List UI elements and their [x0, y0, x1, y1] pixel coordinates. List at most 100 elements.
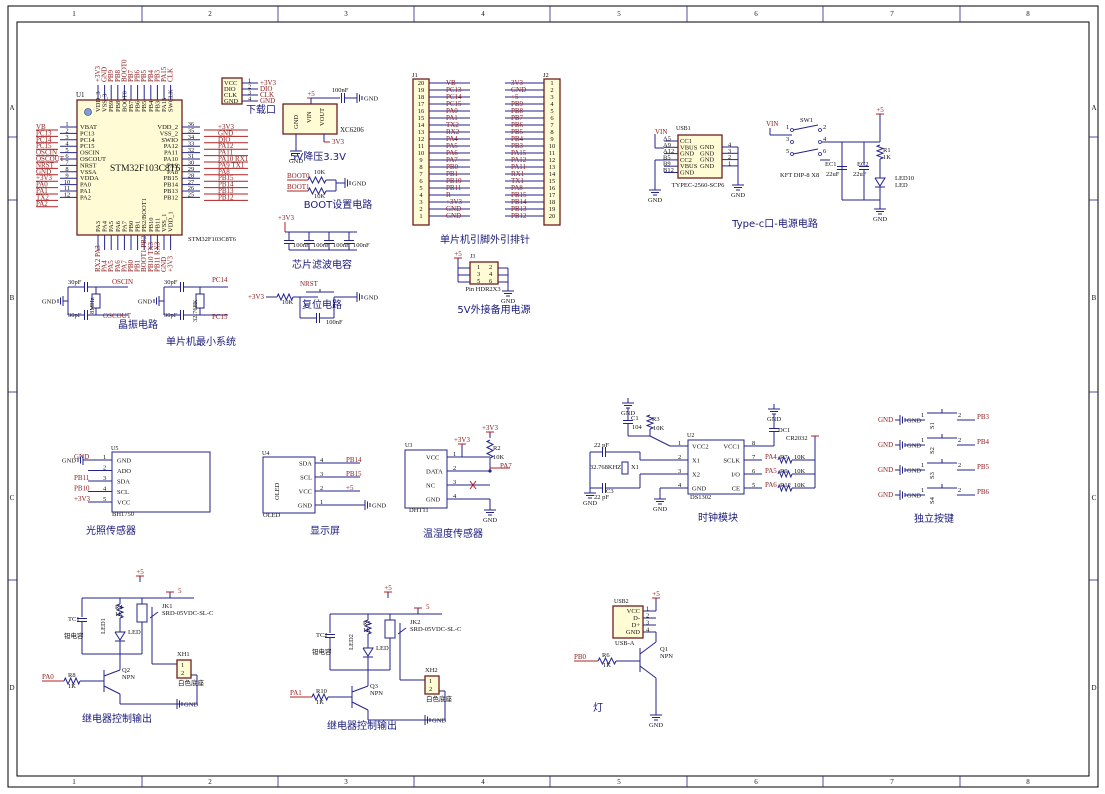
- net-label: OSCOUT: [36, 155, 65, 163]
- net-label: PB8: [511, 107, 524, 115]
- ext5v-header-body: [469, 261, 499, 285]
- pin-number: 2: [958, 412, 961, 419]
- gnd-label: GND: [907, 418, 921, 425]
- net-label: TX1: [511, 177, 524, 185]
- cap-ref: EC2: [857, 161, 869, 168]
- pin-name: PA2: [80, 194, 91, 201]
- light-ref: U5: [111, 446, 118, 452]
- net-label: PB6: [511, 121, 524, 129]
- pin-number: 5: [477, 278, 480, 285]
- resistor: [485, 439, 495, 459]
- frame-col-label: 3: [344, 10, 348, 18]
- net-label: PB6: [977, 488, 990, 496]
- pin-name: PA10: [164, 156, 178, 163]
- pin-number: 2: [550, 87, 553, 94]
- pin-number: 13: [549, 164, 556, 171]
- net-label: PB14: [511, 198, 527, 206]
- net-label: PA0: [36, 181, 48, 189]
- switch-contact: [818, 152, 822, 156]
- pin-name: NC: [426, 483, 435, 490]
- terminal-label: 白色底座: [426, 694, 453, 703]
- pin-name: D-: [633, 615, 640, 622]
- light-part: BH1750: [112, 511, 134, 518]
- pin-name: I/O: [731, 472, 740, 479]
- pin-name: OSCOUT: [80, 156, 106, 163]
- pin-number: 1: [678, 440, 681, 447]
- resistor: [597, 656, 617, 666]
- junction-dot: [488, 469, 492, 473]
- net-label: PA6: [765, 481, 777, 489]
- frame-row-label: D: [1091, 684, 1096, 692]
- pin-name: X1: [692, 458, 700, 465]
- net-label: R: [446, 191, 451, 199]
- keys-title: 独立按键: [914, 512, 954, 525]
- cap-ref: TC2: [316, 632, 328, 639]
- net-label: GND: [74, 453, 89, 461]
- pin-name: VBAT: [80, 124, 97, 131]
- net-label: RX1: [511, 170, 525, 178]
- net-label: PA15: [160, 66, 168, 82]
- resistor: [363, 619, 373, 635]
- pin-number: 1: [921, 412, 924, 419]
- pin-number: A5: [663, 136, 671, 143]
- net-label: PB11: [74, 474, 90, 482]
- pin-number: 6: [489, 278, 493, 285]
- frame-col-label: 5: [617, 778, 621, 786]
- net-label: PB10: [446, 177, 462, 185]
- net-label: OSCIN: [112, 278, 133, 286]
- pin-number: 17: [418, 101, 425, 108]
- resistor: [777, 483, 793, 493]
- pin-name: CC1: [680, 138, 692, 145]
- net-label: PB10: [74, 485, 90, 493]
- pin-number: 26: [188, 185, 195, 192]
- pin-number: 11: [418, 143, 424, 150]
- pin-number: 27: [188, 179, 195, 186]
- pin-name: SWIO: [161, 137, 178, 144]
- pin-name: PB2/BOOT1: [141, 198, 148, 232]
- reset-title: 复位电路: [302, 298, 342, 311]
- net-label: 5: [178, 587, 182, 595]
- power-label: +5: [307, 90, 315, 98]
- net-label: PB12: [511, 212, 527, 220]
- header-ref: J1: [412, 72, 418, 79]
- res-ref: R6: [602, 652, 610, 659]
- pin-number: 28: [188, 172, 195, 179]
- power-label: +3V3: [482, 424, 499, 432]
- net-label: PC15: [36, 142, 52, 150]
- pin-number: 1: [921, 487, 924, 494]
- net-label: PA0: [42, 673, 54, 681]
- pin-number: 6: [823, 148, 827, 155]
- pin-number: 6: [550, 115, 554, 122]
- switch-part: KFT DIP-8 X8: [780, 172, 819, 179]
- pin-number: 5: [786, 148, 789, 155]
- power-label: +5: [652, 590, 660, 598]
- wire: [649, 435, 671, 447]
- pin-number: 7: [65, 160, 69, 167]
- osc-title: 晶振电路: [118, 318, 158, 331]
- resistor: [875, 144, 885, 160]
- pin-name: VDDA: [80, 175, 99, 182]
- pin-number: 16: [549, 185, 556, 192]
- frame-col-label: 4: [481, 778, 485, 786]
- frame-col-label: 2: [208, 778, 212, 786]
- net-label: +3V3: [36, 174, 53, 182]
- pin-number: 4: [248, 96, 252, 103]
- resistor: [311, 692, 329, 702]
- pin-name: GND: [680, 170, 694, 177]
- net-label: 5: [426, 603, 430, 611]
- pin-number: 1: [646, 606, 649, 613]
- pin-number: 17: [549, 192, 556, 199]
- cap-value: 104: [632, 424, 643, 431]
- gnd-label: GND: [873, 216, 887, 223]
- relay2-title: 继电器控制输出: [327, 719, 397, 732]
- pin-name: X2: [692, 472, 700, 479]
- pin-number: 4: [453, 493, 457, 500]
- transistor: [351, 685, 369, 693]
- net-label: PB11: [446, 184, 462, 192]
- res-ref: R5: [363, 620, 371, 627]
- pin-number: 8: [550, 129, 553, 136]
- pin-name: VSS_1: [161, 214, 168, 232]
- frame-col-label: 6: [754, 10, 758, 18]
- pin-name: PA5: [108, 221, 115, 232]
- net-label: PB1: [134, 259, 142, 272]
